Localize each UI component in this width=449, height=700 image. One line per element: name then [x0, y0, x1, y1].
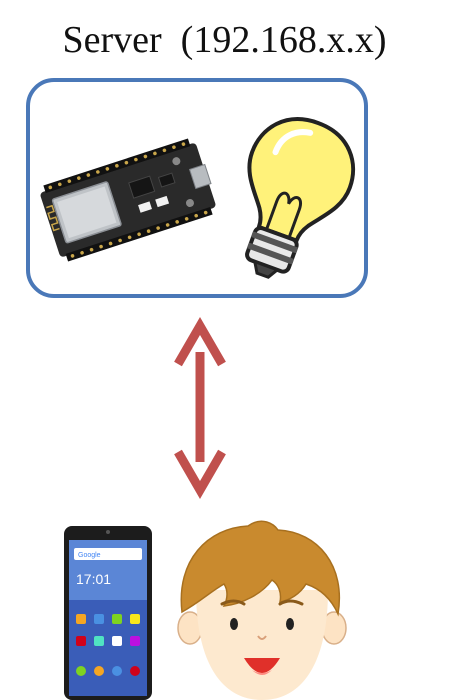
phone-clock: 17:01	[76, 571, 111, 587]
smartphone-icon: Google 17:01	[64, 526, 152, 700]
boy-face-icon	[177, 520, 347, 700]
esp8266-board-icon	[40, 138, 216, 262]
phone-search-brand: Google	[78, 552, 101, 559]
double-arrow-icon	[174, 317, 226, 499]
light-bulb-icon	[245, 117, 355, 279]
server-title: Server (192.168.x.x)	[62, 19, 387, 61]
